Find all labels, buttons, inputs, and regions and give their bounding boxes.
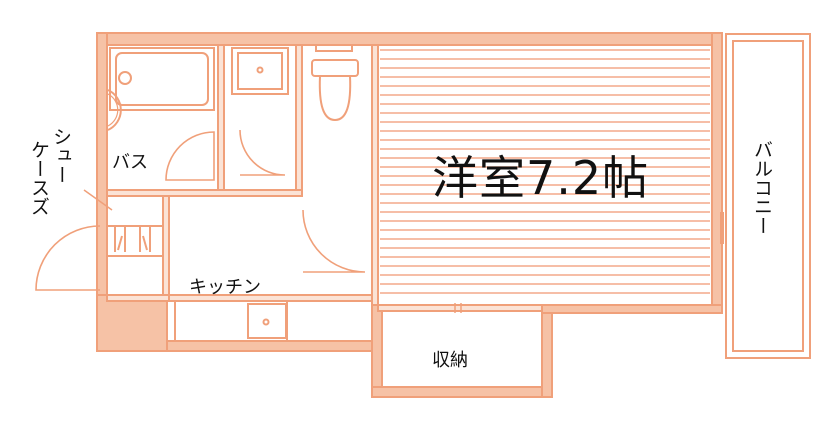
kitchen-sink [174,300,288,342]
wash-basin [231,47,289,95]
bathtub [107,47,215,131]
room-label-kitchen: キッチン [189,277,261,298]
exterior-walls [96,32,723,398]
toilet [311,44,359,122]
drain-icon [118,71,132,85]
room-label-storage: 収納 [432,350,468,371]
flooring-lines [380,49,710,294]
label-shoe-case-line2: ケースズ [28,140,50,216]
balcony [720,33,811,359]
room-label-western: 洋室7.2帖 [432,151,650,205]
shoe-case [83,189,164,257]
room-label-bath: バス [112,152,148,173]
label-shoe-case-line1: シュー [50,127,72,184]
door-swings [35,129,366,291]
interior-walls [106,44,543,312]
room-label-balcony: バルコニー [751,140,773,235]
storage-door-marks [454,303,462,313]
